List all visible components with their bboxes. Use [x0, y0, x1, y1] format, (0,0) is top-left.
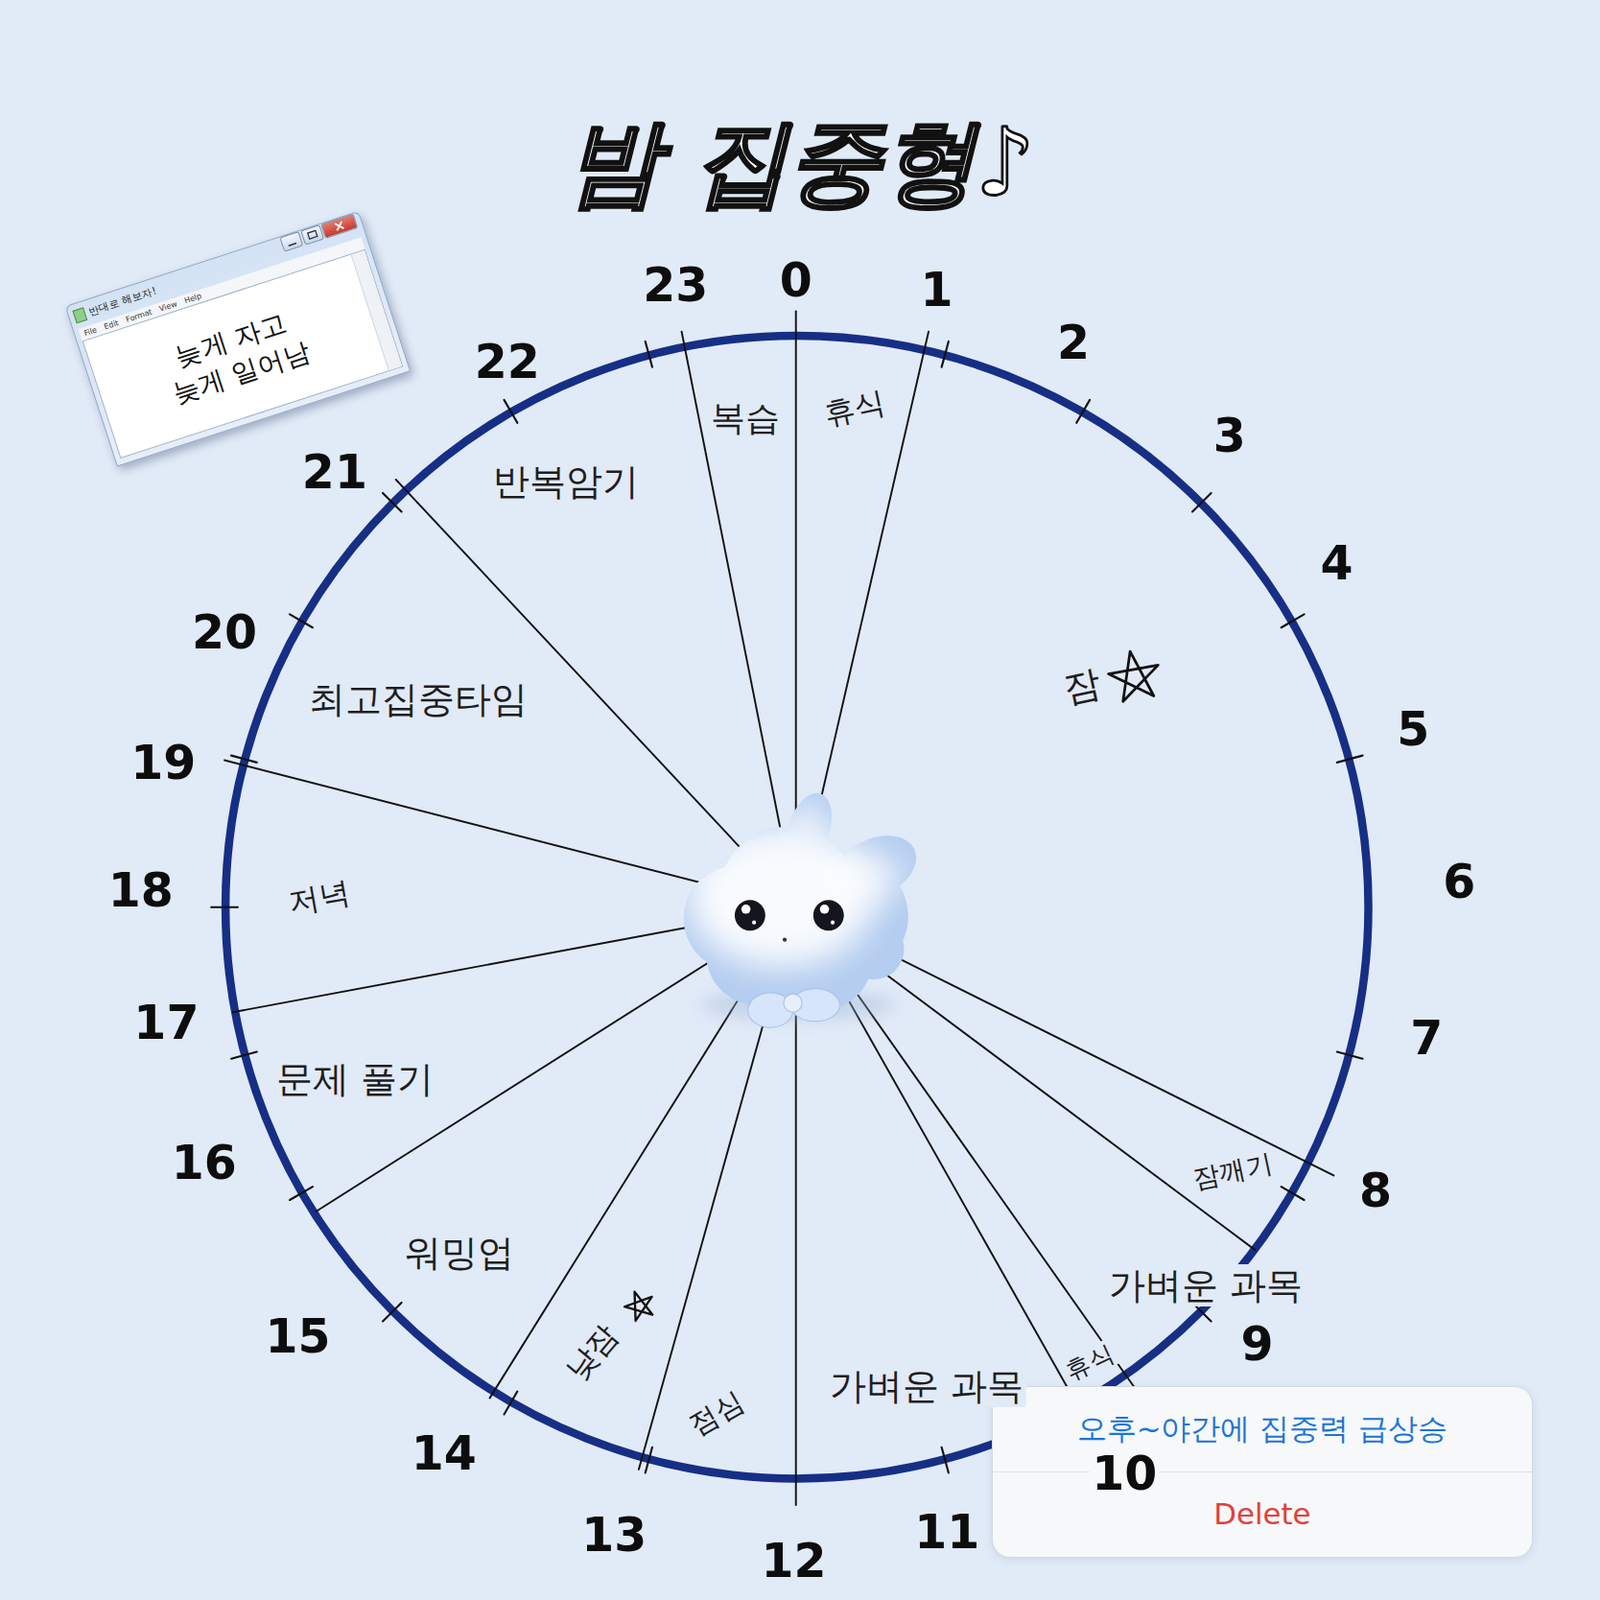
hour-number: 3	[1211, 409, 1248, 464]
hour-number: 6	[1440, 855, 1478, 910]
bunny-eye	[734, 899, 766, 931]
hour-number: 10	[1089, 1447, 1159, 1502]
schedule-label: 가벼운 과목	[1105, 1264, 1307, 1307]
hour-tick	[1281, 613, 1305, 628]
menu-item: 오후~야간에 집중력 급상승	[992, 1387, 1532, 1472]
hour-number: 2	[1055, 316, 1092, 371]
max-button	[300, 224, 325, 246]
clock-ring	[225, 335, 1368, 1479]
schedule-label: 잠	[1056, 660, 1107, 711]
popup-menu: 오후~야간에 집중력 급상승Delete	[991, 1386, 1533, 1558]
hour-number: 20	[189, 605, 259, 659]
hour-tick	[941, 1447, 949, 1474]
hour-number: 9	[1238, 1317, 1275, 1372]
bunny-eye-shine	[830, 920, 835, 925]
bunny-eye-shine	[741, 904, 752, 915]
schedule-label: 휴식	[818, 383, 892, 433]
schedule-label: 낮잠	[556, 1315, 627, 1389]
section-line	[682, 331, 797, 908]
hour-number: 17	[131, 996, 201, 1051]
hour-tick	[1337, 1052, 1364, 1059]
min-button	[279, 231, 304, 253]
hour-number: 12	[758, 1533, 828, 1588]
hour-ticks	[211, 341, 1363, 1474]
notepad-window: 반대로 해보자!FileEditFormatViewHelp늦게 자고 늦게 일…	[64, 211, 411, 468]
hour-tick	[1192, 493, 1212, 513]
hour-tick	[211, 906, 238, 909]
hour-number: 14	[409, 1427, 479, 1482]
cloud-bunny	[642, 775, 949, 1041]
hour-tick	[645, 341, 653, 368]
bunny-highlight	[794, 799, 824, 845]
hour-number: 11	[912, 1505, 982, 1560]
hour-tick	[231, 755, 258, 763]
hour-number: 5	[1394, 702, 1432, 756]
schedule-label: 점심	[680, 1383, 753, 1444]
scrollbar	[351, 250, 403, 372]
hour-tick	[382, 493, 402, 513]
hour-tick	[504, 400, 518, 424]
schedule-label: 반복암기	[490, 460, 642, 503]
bunny-fill	[642, 775, 949, 1041]
max-glyph	[301, 226, 323, 245]
bunny-eye-shine	[820, 904, 830, 915]
hour-tick	[231, 1052, 258, 1059]
schedule-label: 복습	[706, 398, 782, 439]
diagram-title: 밤 집중형♪	[566, 106, 1036, 219]
minimize-mark	[288, 243, 297, 247]
hour-number: 22	[472, 334, 542, 389]
hour-number: 23	[640, 258, 710, 313]
hour-tick	[941, 341, 949, 368]
hour-number: 1	[917, 263, 955, 318]
hour-tick	[289, 1186, 313, 1200]
hour-number: 7	[1408, 1011, 1445, 1066]
schedule-label: 문제 풀기	[273, 1058, 438, 1101]
hour-tick	[1337, 755, 1364, 763]
section-lines	[224, 310, 1334, 1506]
bunny-eye	[813, 899, 845, 931]
hour-number: 21	[300, 445, 370, 499]
hour-number: 13	[579, 1508, 649, 1563]
star-doodle	[1105, 647, 1163, 704]
hour-tick	[1076, 400, 1090, 424]
hour-number: 8	[1357, 1164, 1394, 1219]
hour-tick	[645, 1447, 653, 1474]
close-button	[320, 213, 358, 239]
schedule-label: 최고집중타임	[305, 678, 531, 721]
bunny-highlight	[821, 851, 903, 903]
hour-tick	[504, 1391, 518, 1415]
app-icon	[72, 306, 88, 324]
close-glyph	[321, 214, 357, 238]
bunny-eye-shine	[752, 920, 756, 925]
hour-tick	[382, 1302, 402, 1322]
hour-number: 19	[128, 736, 198, 791]
bunny-body	[642, 775, 949, 1041]
schedule-label: 워밍업	[401, 1231, 518, 1274]
delete-action: Delete	[992, 1471, 1532, 1557]
hour-tick	[1281, 1186, 1305, 1200]
note-text: 늦게 자고 늦게 일어남	[149, 299, 323, 415]
star-doodle	[620, 1286, 658, 1322]
maximize-mark	[306, 231, 317, 240]
bunny-bow	[783, 993, 802, 1012]
hour-number: 15	[262, 1309, 332, 1364]
schedule-label: 가벼운 과목	[826, 1364, 1028, 1408]
hour-number: 0	[777, 253, 815, 307]
hour-number: 4	[1317, 537, 1355, 591]
schedule-label: 잠깨기	[1187, 1147, 1279, 1196]
close-mark	[334, 221, 344, 231]
hour-number: 16	[169, 1136, 239, 1191]
schedule-label: 저녁	[282, 874, 356, 921]
min-glyph	[281, 232, 303, 251]
hour-number: 18	[106, 864, 176, 918]
hour-tick	[289, 613, 313, 628]
bunny-nose	[782, 938, 787, 942]
